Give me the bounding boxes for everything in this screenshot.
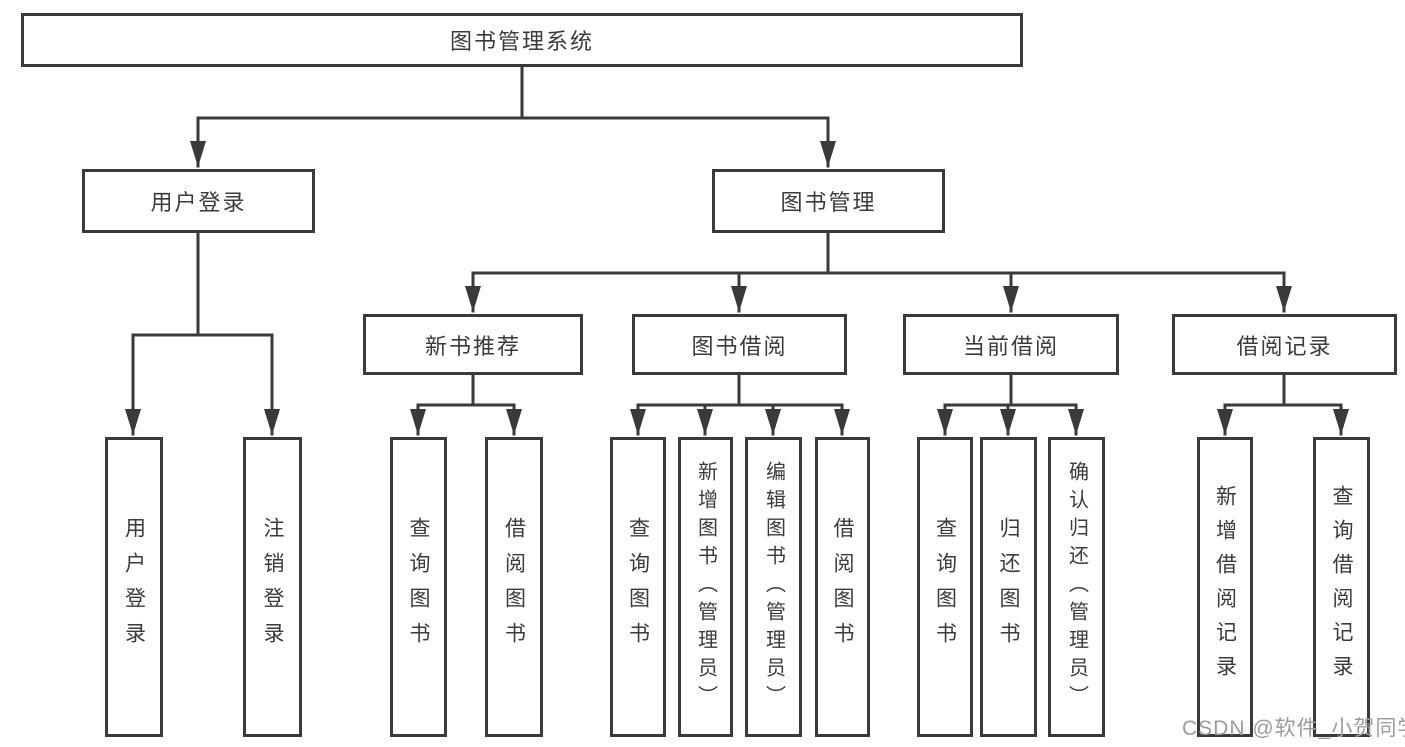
leaf-query-books-recommend-label: 查询图书 <box>407 517 430 657</box>
leaf-add-books-admin: 新增图书（管理员） <box>678 437 733 737</box>
node-book-borrowing: 图书借阅 <box>632 314 847 375</box>
node-current-borrowing-label: 当前借阅 <box>962 333 1059 359</box>
node-new-book-recommendation-label: 新书推荐 <box>424 333 521 359</box>
node-library-system: 图书管理系统 <box>21 13 1023 67</box>
csdn-watermark: CSDN @软件_小贺同学 <box>1182 717 1405 740</box>
leaf-return-books: 归还图书 <box>980 437 1037 737</box>
leaf-add-borrow-record: 新增借阅记录 <box>1197 437 1253 737</box>
leaf-edit-books-admin-label: 编辑图书（管理员） <box>762 461 785 713</box>
leaf-borrow-books-borrowing: 借阅图书 <box>815 437 870 737</box>
node-borrowing-records-label: 借阅记录 <box>1236 333 1333 359</box>
node-borrowing-records: 借阅记录 <box>1172 314 1397 375</box>
leaf-add-books-admin-label: 新增图书（管理员） <box>694 461 717 713</box>
leaf-logout-login: 注销登录 <box>243 437 302 737</box>
node-book-borrowing-label: 图书借阅 <box>691 333 788 359</box>
leaf-edit-books-admin: 编辑图书（管理员） <box>745 437 802 737</box>
node-new-book-recommendation: 新书推荐 <box>363 314 583 375</box>
leaf-query-books-borrowing: 查询图书 <box>610 437 666 737</box>
leaf-query-borrow-record: 查询借阅记录 <box>1313 437 1370 737</box>
leaf-borrow-books-recommend-label: 借阅图书 <box>502 517 526 657</box>
leaf-confirm-return-admin: 确认归还（管理员） <box>1048 437 1105 737</box>
leaf-query-books-recommend: 查询图书 <box>390 437 447 737</box>
node-user-login-label: 用户登录 <box>150 190 247 215</box>
node-library-system-label: 图书管理系统 <box>449 29 594 54</box>
leaf-user-login: 用户登录 <box>105 437 163 737</box>
leaf-add-borrow-record-label: 新增借阅记录 <box>1213 485 1237 689</box>
leaf-return-books-label: 归还图书 <box>997 517 1020 657</box>
node-user-login: 用户登录 <box>82 169 315 233</box>
leaf-query-books-current-label: 查询图书 <box>933 517 957 657</box>
node-book-management: 图书管理 <box>712 169 945 233</box>
leaf-query-borrow-record-label: 查询借阅记录 <box>1330 485 1353 689</box>
leaf-user-login-label: 用户登录 <box>122 517 146 657</box>
leaf-query-books-current: 查询图书 <box>917 437 973 737</box>
node-current-borrowing: 当前借阅 <box>903 314 1119 375</box>
leaf-confirm-return-admin-label: 确认归还（管理员） <box>1065 461 1088 713</box>
leaf-borrow-books-recommend: 借阅图书 <box>485 437 543 737</box>
leaf-borrow-books-borrowing-label: 借阅图书 <box>831 517 854 657</box>
leaf-logout-login-label: 注销登录 <box>261 517 284 657</box>
leaf-query-books-borrowing-label: 查询图书 <box>626 517 650 657</box>
node-book-management-label: 图书管理 <box>780 190 877 215</box>
